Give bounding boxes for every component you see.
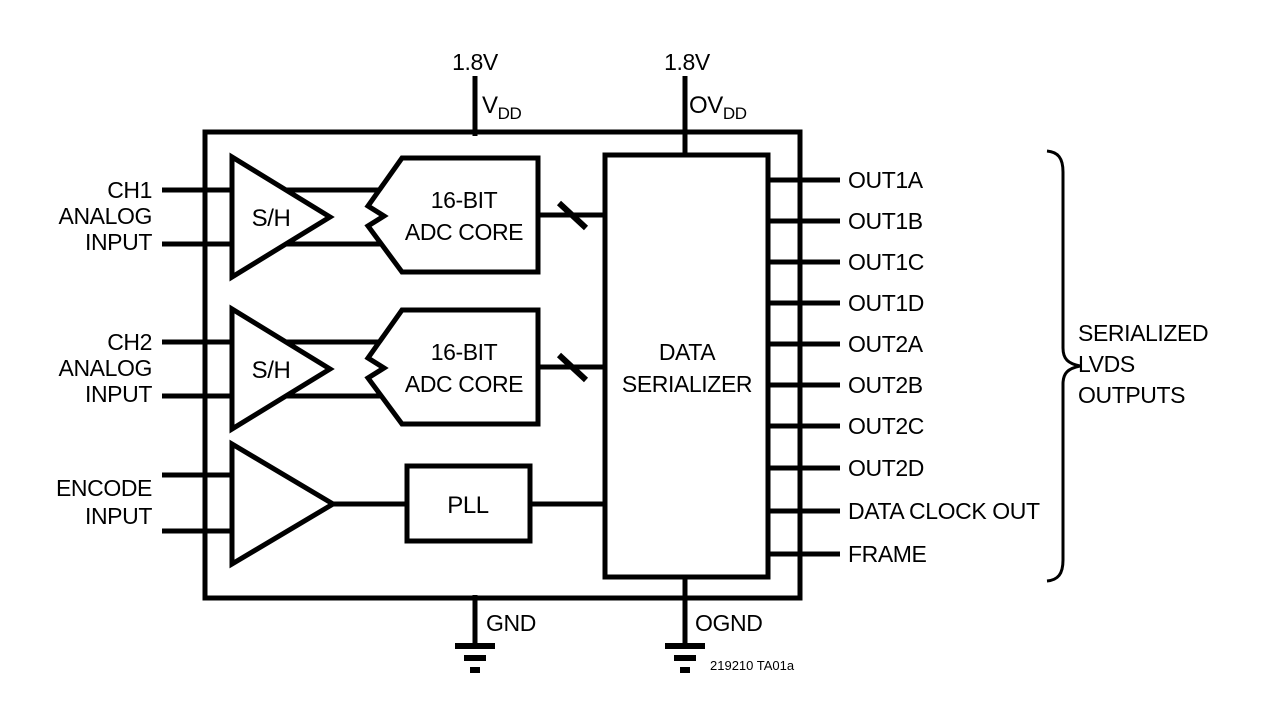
serializer-block-label-line2: SERIALIZER [622, 371, 752, 397]
output-pin-label-out2c: OUT2C [848, 413, 924, 439]
output-pin-label-data-clock-out: DATA CLOCK OUT [848, 498, 1040, 524]
adc1-block-label-line2: ADC CORE [405, 219, 523, 245]
output-pin-label-out2b: OUT2B [848, 372, 923, 398]
ch2-input-label-line1: CH2 [107, 329, 152, 355]
adc1-block-label-line1: 16-BIT [431, 187, 498, 213]
sh2-amp-triangle [229, 304, 335, 434]
output-pin-label-out1a: OUT1A [848, 167, 924, 193]
chip-outline-box [202, 129, 803, 601]
gnd-ground-icon [455, 643, 495, 673]
ognd-pin-label: OGND [695, 610, 762, 636]
ch2-input-label-line3: INPUT [85, 381, 152, 407]
vdd-pin-label: VDD [482, 92, 521, 123]
pll-block [404, 463, 533, 544]
adc2-core-block [364, 307, 541, 427]
adc1-bus-slash-icon [556, 200, 589, 231]
ch2-input-label-line2: ANALOG [59, 355, 152, 381]
gnd-pin-label: GND [486, 610, 536, 636]
output-pin-label-out2a: OUT2A [848, 331, 924, 357]
ovdd-pin-label-main: OV [689, 92, 723, 119]
output-pin-label-out2d: OUT2D [848, 455, 924, 481]
vdd-pin-label-sub: DD [498, 104, 522, 123]
adc2-block-label-line2: ADC CORE [405, 371, 523, 397]
pll-block-label: PLL [447, 492, 489, 519]
ognd-ground-icon [665, 643, 705, 673]
encode-buffer-triangle [229, 439, 338, 569]
ovdd-pin-label: OVDD [689, 92, 747, 123]
ovdd-voltage-label: 1.8V [664, 49, 711, 75]
outputs-group-label-line1: SERIALIZED [1078, 320, 1208, 346]
encode-input-label-line2: INPUT [85, 503, 152, 529]
output-pin-label-out1d: OUT1D [848, 290, 924, 316]
adc2-block-label-line1: 16-BIT [431, 339, 498, 365]
output-pin-label-out1c: OUT1C [848, 249, 924, 275]
figure-id-label: 219210 TA01a [710, 658, 795, 673]
outputs-brace [1046, 149, 1081, 583]
ovdd-pin-label-sub: DD [723, 104, 747, 123]
sh2-block-label: S/H [252, 357, 291, 384]
outputs-group-label-line3: OUTPUTS [1078, 382, 1185, 408]
encode-input-label-line1: ENCODE [56, 475, 152, 501]
ch1-input-label-line3: INPUT [85, 229, 152, 255]
blocks [229, 152, 771, 580]
output-pin-label-frame: FRAME [848, 541, 927, 567]
outputs-group-label-line2: LVDS [1078, 351, 1135, 377]
sh1-amp-triangle [229, 152, 335, 282]
vdd-voltage-label: 1.8V [452, 49, 499, 75]
output-pin-label-out1b: OUT1B [848, 208, 923, 234]
ch1-input-label-line1: CH1 [107, 177, 152, 203]
adc2-bus-slash-icon [556, 352, 589, 383]
vdd-pin-label-main: V [482, 92, 498, 119]
sh1-block-label: S/H [252, 205, 291, 232]
data-serializer-block [602, 152, 771, 580]
ch1-input-label-line2: ANALOG [59, 203, 152, 229]
serializer-block-label-line1: DATA [659, 339, 716, 365]
adc1-core-block [364, 155, 541, 275]
labels: 1.8V 1.8V VDD OVDD GND OGND CH1 ANALOG I… [56, 49, 1209, 673]
